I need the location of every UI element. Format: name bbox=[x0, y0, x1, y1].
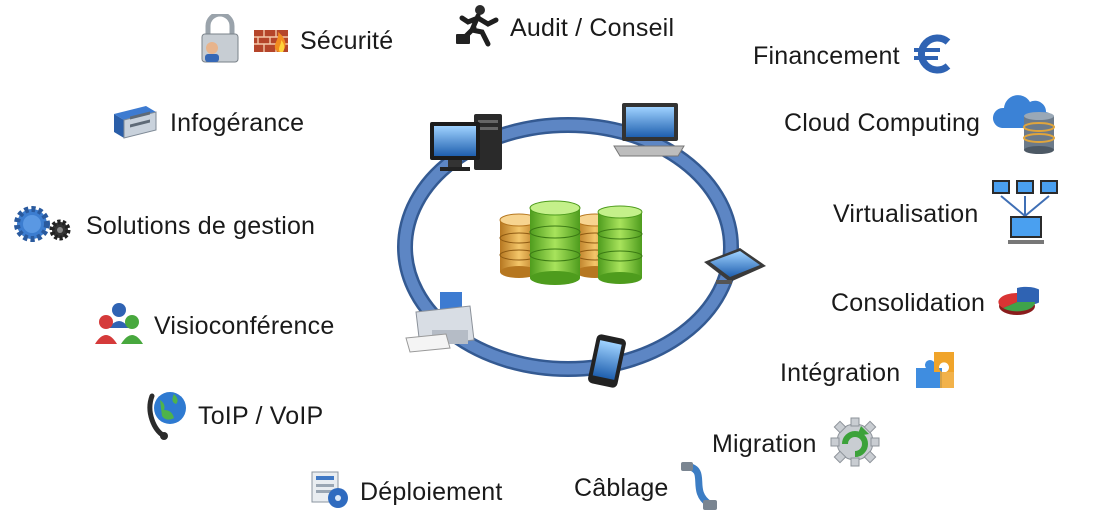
service-integration[interactable]: Intégration bbox=[780, 346, 962, 401]
service-gestion[interactable]: Solutions de gestion bbox=[10, 204, 315, 249]
globe-phone-icon bbox=[146, 386, 188, 447]
service-securite[interactable]: Sécurité bbox=[198, 11, 394, 69]
label-integration: Intégration bbox=[780, 359, 901, 387]
firewall-icon bbox=[252, 22, 290, 61]
service-visio[interactable]: Visioconférence bbox=[94, 300, 334, 353]
service-deploiement[interactable]: Déploiement bbox=[310, 470, 503, 515]
label-cloud: Cloud Computing bbox=[784, 109, 981, 137]
label-financement: Financement bbox=[753, 42, 900, 70]
service-cablage[interactable]: Câblage bbox=[574, 460, 721, 517]
service-consolidation[interactable]: Consolidation bbox=[831, 282, 1045, 325]
pie-chart-icon bbox=[995, 282, 1045, 325]
cable-icon bbox=[679, 460, 721, 517]
padlock-user-icon bbox=[198, 11, 242, 69]
cloud-database-icon bbox=[990, 88, 1060, 159]
label-infogerance: Infogérance bbox=[170, 109, 305, 137]
service-infogerance[interactable]: Infogérance bbox=[108, 98, 304, 149]
service-migration[interactable]: Migration bbox=[712, 414, 883, 475]
label-virtualisation: Virtualisation bbox=[833, 200, 979, 228]
deployment-disc-icon bbox=[310, 470, 350, 515]
label-gestion: Solutions de gestion bbox=[86, 212, 316, 240]
refresh-gear-icon bbox=[827, 414, 883, 475]
service-financement[interactable]: Financement bbox=[753, 34, 956, 79]
smartphone-icon bbox=[588, 334, 626, 388]
printer-icon bbox=[405, 292, 475, 353]
service-toip[interactable]: ToIP / VoIP bbox=[146, 386, 323, 447]
server-case-icon bbox=[108, 98, 160, 149]
label-securite: Sécurité bbox=[300, 27, 394, 55]
euro-icon bbox=[910, 34, 956, 79]
laptop-icon bbox=[613, 103, 685, 157]
puzzle-icon bbox=[910, 346, 962, 401]
label-deploiement: Déploiement bbox=[360, 478, 503, 506]
label-audit: Audit / Conseil bbox=[510, 14, 675, 42]
label-toip: ToIP / VoIP bbox=[198, 402, 324, 430]
running-businessman-icon bbox=[452, 4, 500, 53]
label-migration: Migration bbox=[712, 430, 817, 458]
label-consolidation: Consolidation bbox=[831, 289, 986, 317]
service-audit[interactable]: Audit / Conseil bbox=[452, 4, 674, 53]
label-visio: Visioconférence bbox=[154, 312, 335, 340]
tablet-icon bbox=[704, 248, 766, 284]
users-conference-icon bbox=[94, 300, 144, 353]
service-cloud[interactable]: Cloud Computing bbox=[784, 88, 1060, 159]
desktop-computer-icon bbox=[430, 114, 502, 171]
network-computers-icon bbox=[988, 176, 1062, 253]
gears-icon bbox=[10, 204, 76, 249]
database-cluster-icon bbox=[499, 200, 643, 285]
label-cablage: Câblage bbox=[574, 474, 669, 502]
service-virtualisation[interactable]: Virtualisation bbox=[833, 176, 1062, 253]
